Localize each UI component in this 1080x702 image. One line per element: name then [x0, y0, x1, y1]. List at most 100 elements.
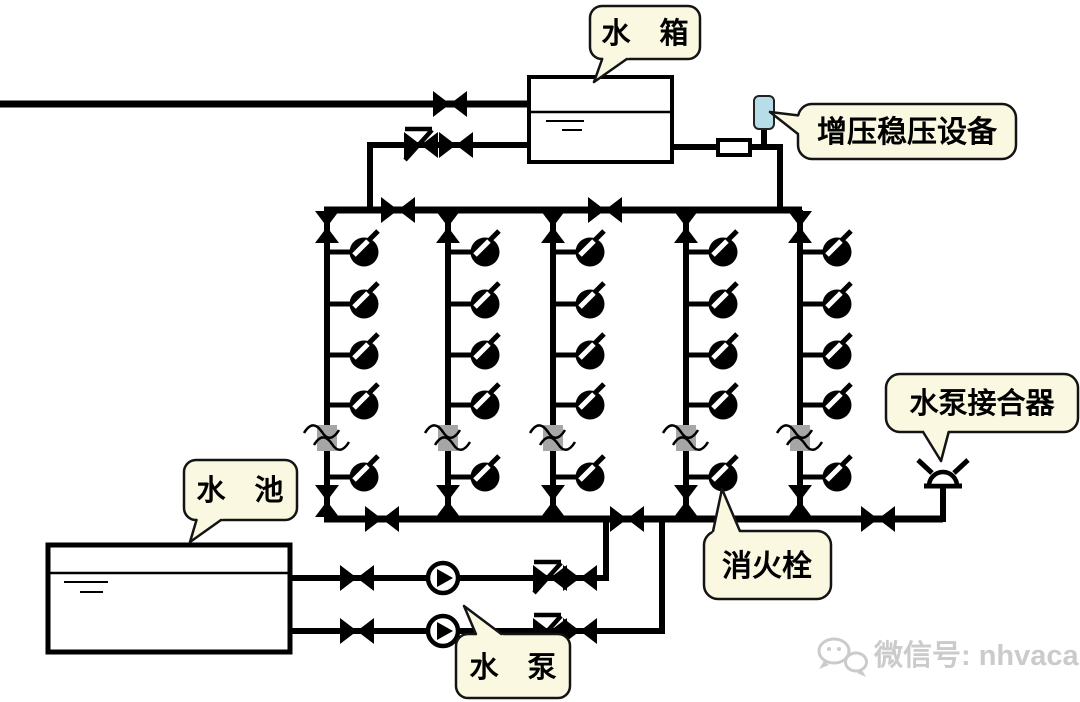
- hydrant-slash-inner: [473, 392, 491, 410]
- valve-left-wedge: [861, 506, 878, 532]
- inline-pipe-fitting: [716, 138, 752, 157]
- pipe-break-icon: [423, 424, 472, 451]
- gate-valve-icon: [861, 506, 895, 532]
- gate-valve-icon: [788, 485, 812, 517]
- valve-top-wedge: [788, 485, 812, 501]
- hydrant-slash-inner: [352, 342, 370, 360]
- gate-valve-icon: [436, 211, 460, 243]
- hydrant-slash-outer: [487, 281, 501, 295]
- gate-valve-icon: [315, 485, 339, 517]
- valve-left-wedge: [404, 132, 421, 158]
- fire-hydrant-icon: [800, 382, 853, 420]
- hydrant-slash-inner: [578, 464, 596, 482]
- hydrant-slash-inner: [825, 392, 843, 410]
- fire-hydrant-icon: [686, 454, 739, 492]
- fire-hydrant-icon: [686, 332, 739, 370]
- callout-pump-label: 水 泵: [469, 651, 556, 684]
- hydrant-body: [708, 237, 738, 267]
- hydrant-body: [575, 237, 605, 267]
- callout-pump: 水 泵: [454, 604, 572, 700]
- hydrant-body: [470, 390, 500, 420]
- siamese-connection-icon: [916, 458, 970, 489]
- callout-pump-adapter-box: [884, 372, 1080, 434]
- hydrant-slash-outer: [839, 332, 853, 346]
- hydrant-body: [575, 390, 605, 420]
- hydrant-slash-inner: [825, 342, 843, 360]
- hydrant-body: [575, 340, 605, 370]
- break-wave-bottom: [785, 436, 824, 451]
- gate-valve-icon: [563, 565, 597, 591]
- hydrant-slash-inner: [711, 342, 729, 360]
- hydrant-slash-outer: [839, 454, 853, 468]
- generated-symbols: [302, 91, 895, 649]
- break-wave-bottom: [312, 436, 351, 451]
- hydrant-body: [575, 289, 605, 319]
- valve-left-wedge: [439, 132, 456, 158]
- gate-valve-icon: [788, 211, 812, 243]
- hydrant-body: [708, 462, 738, 492]
- callout-tank-box: [588, 4, 702, 61]
- check-valve-icon: [532, 559, 567, 595]
- water-pool: [45, 542, 293, 655]
- adapter-dome: [926, 469, 960, 489]
- fire-hydrant-icon: [553, 454, 606, 492]
- adapter-arms: [916, 458, 970, 475]
- gate-valve-icon: [439, 132, 473, 158]
- fire-hydrant-icon: [448, 281, 501, 319]
- valve-left-wedge: [340, 565, 357, 591]
- wechat-eye-left: [827, 647, 831, 651]
- fire-hydrant-icon: [327, 281, 380, 319]
- hydrant-body: [708, 390, 738, 420]
- hydrant-slash-outer: [366, 281, 380, 295]
- hydrant-slash-outer: [487, 229, 501, 243]
- break-wave-bottom: [433, 436, 472, 451]
- wechat-big-bubble: [817, 637, 851, 665]
- valve-left-wedge: [433, 91, 450, 117]
- hydrant-slash-outer: [592, 229, 606, 243]
- hydrant-body: [470, 462, 500, 492]
- hydrant-slash-outer: [592, 332, 606, 346]
- valve-right-wedge: [450, 91, 467, 117]
- hydrant-slash-inner: [352, 464, 370, 482]
- wechat-small-bubble: [844, 651, 868, 673]
- valve-bottom-wedge: [541, 227, 565, 243]
- watermark: 微信号: nhvaca: [817, 637, 1080, 677]
- hydrant-slash-inner: [711, 291, 729, 309]
- hydrant-slash-inner: [825, 464, 843, 482]
- valve-right-wedge: [398, 197, 415, 223]
- hydrant-body: [349, 237, 379, 267]
- hydrant-slash-inner: [578, 342, 596, 360]
- pump-icon: [425, 613, 461, 649]
- valve-bottom-wedge: [436, 501, 460, 517]
- valve-right-wedge: [878, 506, 895, 532]
- valve-right-wedge: [357, 565, 374, 591]
- hydrant-slash-outer: [487, 454, 501, 468]
- fire-hydrant-icon: [448, 382, 501, 420]
- hydrant-slash-outer: [839, 229, 853, 243]
- fire-hydrant-icon: [448, 332, 501, 370]
- valve-left-wedge: [588, 197, 605, 223]
- break-wave-top: [661, 424, 700, 439]
- gate-valve-icon: [315, 211, 339, 243]
- valve-bottom-wedge: [674, 227, 698, 243]
- hydrant-body: [349, 340, 379, 370]
- hydrant-slash-outer: [839, 281, 853, 295]
- hydrant-slash-inner: [711, 464, 729, 482]
- valve-top-wedge: [541, 485, 565, 501]
- valve-right-wedge: [456, 132, 473, 158]
- fire-hydrant-icon: [553, 281, 606, 319]
- valve-bottom-wedge: [788, 501, 812, 517]
- hydrant-body: [349, 390, 379, 420]
- valve-left-wedge: [340, 618, 357, 644]
- valve-bottom-wedge: [674, 501, 698, 517]
- fire-hydrant-icon: [553, 332, 606, 370]
- hydrant-slash-inner: [578, 239, 596, 257]
- fire-hydrant-icon: [448, 454, 501, 492]
- gate-valve-icon: [610, 506, 644, 532]
- callout-pool-box: [182, 458, 299, 522]
- valve-top-wedge: [315, 211, 339, 227]
- hydrant-body: [708, 340, 738, 370]
- valve-top-wedge: [674, 485, 698, 501]
